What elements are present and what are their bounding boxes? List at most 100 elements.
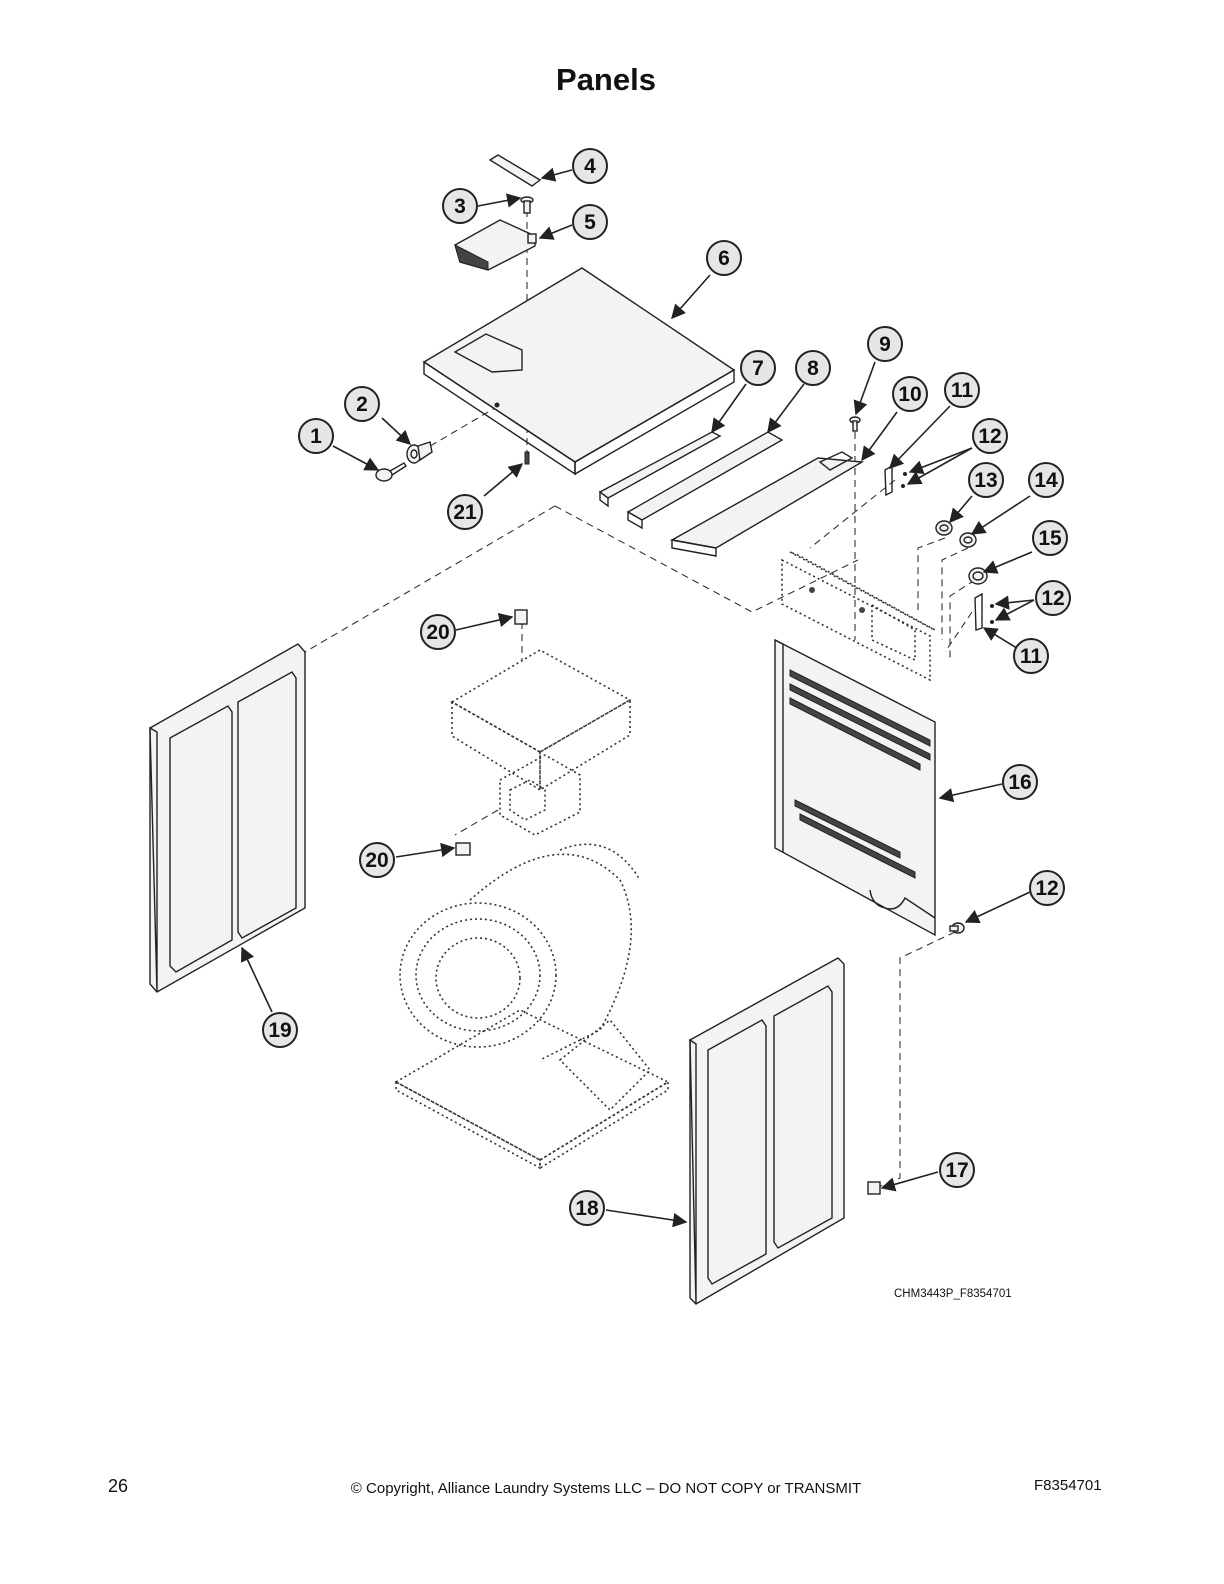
part-3-screw	[520, 196, 534, 214]
callout-label: 1	[310, 425, 322, 448]
callout-label: 12	[978, 425, 1001, 448]
callout-label: 7	[752, 357, 764, 380]
callout-c2: 2	[344, 386, 380, 422]
part-9-screw	[849, 416, 861, 432]
callout-circle	[572, 148, 608, 184]
part-12-screw-lower	[949, 922, 965, 934]
part-14-knob	[959, 532, 977, 548]
callout-label: 9	[879, 333, 891, 356]
copyright-notice: © Copyright, Alliance Laundry Systems LL…	[350, 1480, 862, 1497]
callout-c12b: 12	[1035, 580, 1071, 616]
drum-base-assembly	[394, 843, 670, 1170]
part-5-cover	[454, 219, 537, 271]
callout-c21: 21	[447, 494, 483, 530]
callout-c14: 14	[1028, 462, 1064, 498]
callout-label: 3	[454, 195, 466, 218]
callout-c7: 7	[740, 350, 776, 386]
part-11-bracket-lower	[974, 592, 994, 631]
callout-circle	[944, 372, 980, 408]
callout-c3: 3	[442, 188, 478, 224]
callout-label: 11	[951, 379, 974, 402]
part-6-top-panel	[422, 267, 736, 476]
callout-c10: 10	[892, 376, 928, 412]
part-16-rear-panel	[774, 638, 936, 937]
callout-c16: 16	[1002, 764, 1038, 800]
callout-circle	[939, 1152, 975, 1188]
callout-circle	[1029, 870, 1065, 906]
callout-label: 10	[898, 383, 921, 406]
part-4-strip	[488, 154, 542, 187]
part-7-rail	[598, 431, 722, 508]
part-20-clip-upper	[514, 609, 528, 625]
callout-circle	[572, 204, 608, 240]
callout-circle	[706, 240, 742, 276]
callout-c11b: 11	[1013, 638, 1049, 674]
callout-label: 4	[584, 155, 596, 178]
callout-c1: 1	[298, 418, 334, 454]
part-17-hinge	[867, 1181, 881, 1195]
callout-label: 8	[807, 357, 819, 380]
callout-circle	[972, 418, 1008, 454]
part-21-pin	[524, 451, 530, 465]
part-2-lock	[406, 441, 433, 464]
callout-c9: 9	[867, 326, 903, 362]
callout-label: 15	[1038, 527, 1062, 550]
callout-c15: 15	[1032, 520, 1068, 556]
callout-c20b: 20	[359, 842, 395, 878]
callout-label: 21	[453, 501, 477, 524]
callout-label: 20	[426, 621, 449, 644]
console-tray-assembly	[450, 649, 632, 836]
callout-label: 14	[1034, 469, 1058, 492]
callout-label: 12	[1035, 877, 1058, 900]
part-8-rail	[626, 431, 784, 530]
callout-label: 13	[974, 469, 997, 492]
callout-label: 6	[718, 247, 730, 270]
callout-label: 2	[356, 393, 368, 416]
callout-c13: 13	[968, 462, 1004, 498]
callout-label: 18	[575, 1197, 599, 1220]
callout-circle	[968, 462, 1004, 498]
part-18-front-panel	[689, 957, 845, 1305]
callout-c19: 19	[262, 1012, 298, 1048]
part-19-side-panel-left	[149, 643, 306, 993]
page-title: Panels	[556, 62, 656, 97]
callout-circle	[442, 188, 478, 224]
part-1-key	[375, 462, 407, 482]
callout-circle	[569, 1190, 605, 1226]
vent-slots	[789, 669, 931, 879]
callout-circle	[740, 350, 776, 386]
callout-circle	[420, 614, 456, 650]
callout-circle	[892, 376, 928, 412]
callout-circle	[359, 842, 395, 878]
callout-c18: 18	[569, 1190, 605, 1226]
document-id: F8354701	[1034, 1477, 1102, 1494]
part-13-knob	[935, 520, 953, 536]
callout-c5: 5	[572, 204, 608, 240]
callout-c6: 6	[706, 240, 742, 276]
part-10-rail	[669, 451, 865, 557]
callout-label: 17	[945, 1159, 968, 1182]
callout-circle	[1002, 764, 1038, 800]
control-panel-bracket	[781, 551, 936, 682]
callout-c17: 17	[939, 1152, 975, 1188]
callout-label: 5	[584, 211, 596, 234]
page-number: 26	[108, 1476, 129, 1496]
part-20-clip-lower	[455, 842, 471, 856]
callout-label: 12	[1041, 587, 1064, 610]
callout-c11a: 11	[944, 372, 980, 408]
callout-circle	[795, 350, 831, 386]
callout-circle	[344, 386, 380, 422]
callout-c20a: 20	[420, 614, 456, 650]
callout-label: 20	[365, 849, 388, 872]
callout-c12a: 12	[972, 418, 1008, 454]
callout-circle	[1035, 580, 1071, 616]
figure-code: CHM3443P_F8354701	[894, 1288, 1012, 1300]
callout-label: 19	[268, 1019, 291, 1042]
callout-c12c: 12	[1029, 870, 1065, 906]
leader-lines	[240, 167, 1035, 1228]
callout-circle	[1013, 638, 1049, 674]
callout-circle	[447, 494, 483, 530]
callout-circle	[262, 1012, 298, 1048]
